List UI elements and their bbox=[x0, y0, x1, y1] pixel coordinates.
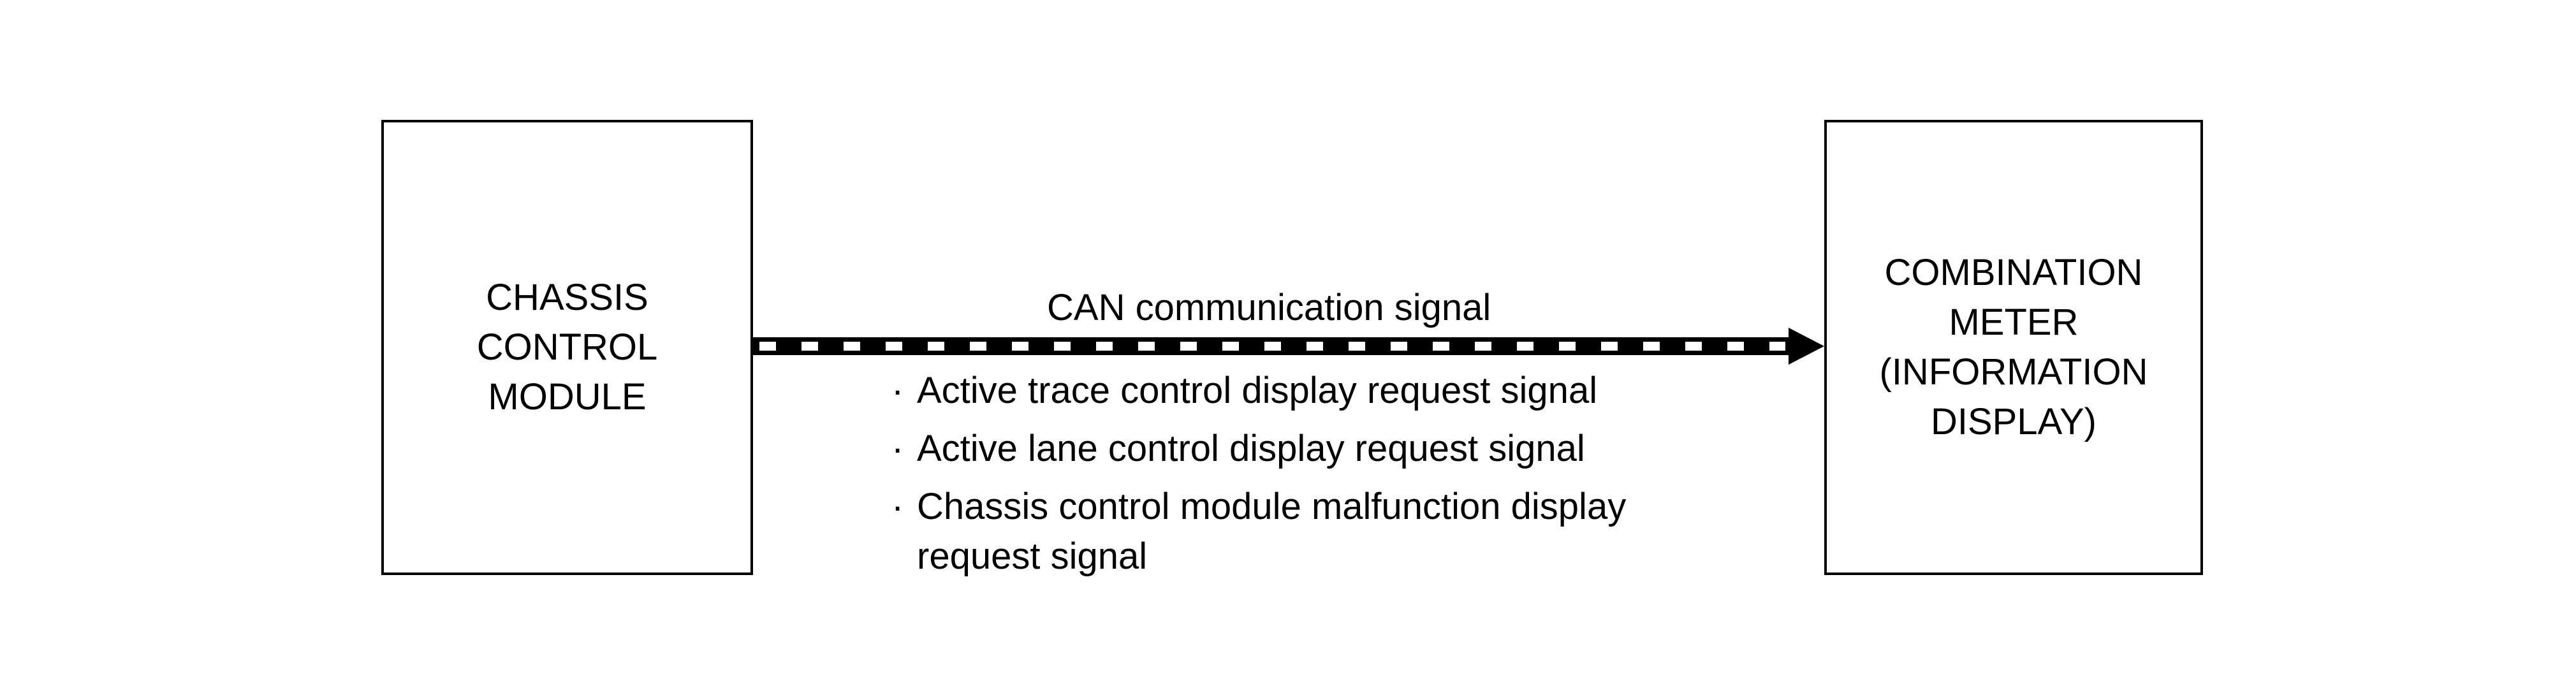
combination-meter-label: COMBINATION METER (INFORMATION DISPLAY) bbox=[1879, 252, 2148, 442]
bullet: · bbox=[891, 428, 904, 469]
signal-item-active-trace: · Active trace control display request si… bbox=[891, 366, 1597, 416]
signal-text-continued: request signal bbox=[917, 536, 1148, 577]
combination-meter-box: COMBINATION METER (INFORMATION DISPLAY) bbox=[1824, 120, 2203, 575]
chassis-control-module-label: CHASSIS CONTROL MODULE bbox=[476, 277, 658, 418]
signal-item-malfunction: · Chassis control module malfunction disp… bbox=[891, 482, 1626, 581]
bullet: · bbox=[891, 486, 904, 527]
arrow-head-icon bbox=[1789, 328, 1824, 365]
signal-text: Active trace control display request sig… bbox=[917, 370, 1598, 411]
signal-item-active-lane: · Active lane control display request sig… bbox=[891, 424, 1585, 474]
signal-text: Active lane control display request sign… bbox=[917, 428, 1585, 469]
can-communication-label: CAN communication signal bbox=[1047, 287, 1491, 328]
bullet: · bbox=[891, 370, 904, 411]
signal-text: Chassis control module malfunction displ… bbox=[917, 486, 1627, 527]
chassis-control-module-box: CHASSIS CONTROL MODULE bbox=[381, 120, 753, 575]
